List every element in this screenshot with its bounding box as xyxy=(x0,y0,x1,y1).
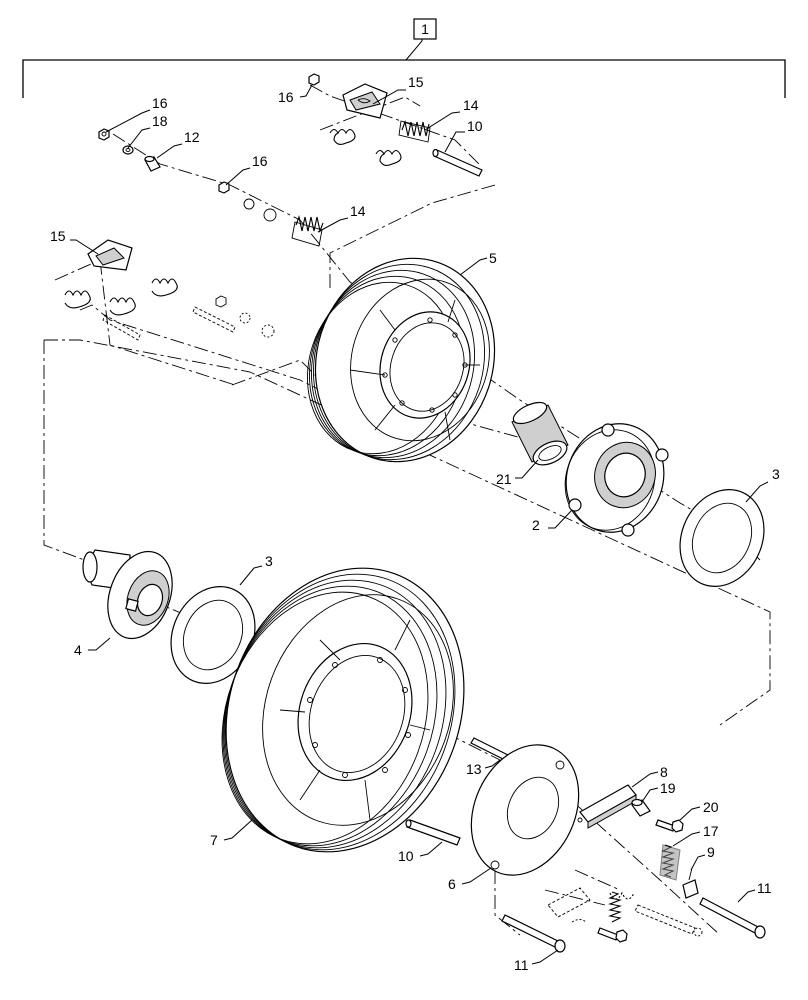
pulley-5 xyxy=(306,257,496,463)
callout-16[interactable]: 16 xyxy=(252,153,268,169)
callout-2[interactable]: 2 xyxy=(532,517,540,533)
hub-2 xyxy=(564,423,669,537)
callout-8[interactable]: 8 xyxy=(660,764,668,780)
assembly-callout-1[interactable]: 1 xyxy=(421,21,429,37)
bushing-21 xyxy=(511,401,569,466)
callout-3[interactable]: 3 xyxy=(265,553,273,569)
callout-12[interactable]: 12 xyxy=(184,129,200,145)
callout-11[interactable]: 11 xyxy=(514,957,529,973)
callout-16[interactable]: 16 xyxy=(152,95,168,111)
clip-9 xyxy=(682,867,699,899)
bolt-11-lower xyxy=(501,914,566,953)
callout-19[interactable]: 19 xyxy=(660,780,676,796)
spacer-19 xyxy=(631,798,651,817)
springs-left-group xyxy=(64,278,275,341)
bracket-15-top xyxy=(342,83,388,119)
assembly-bracket: 1 xyxy=(22,18,786,98)
callout-21[interactable]: 21 xyxy=(496,471,512,487)
pin-10-top xyxy=(432,148,483,177)
callout-4[interactable]: 4 xyxy=(74,642,82,658)
springs-top-group xyxy=(329,128,402,167)
callout-14[interactable]: 14 xyxy=(350,203,366,219)
callout-17[interactable]: 17 xyxy=(703,823,719,839)
callout-14[interactable]: 14 xyxy=(463,97,479,113)
callout-20[interactable]: 20 xyxy=(703,799,719,815)
bracket-15-left xyxy=(87,239,133,271)
pulley-7 xyxy=(221,567,465,853)
spring-14-mid xyxy=(291,215,324,247)
lower-phantom-parts xyxy=(547,887,703,943)
callout-7[interactable]: 7 xyxy=(210,832,218,848)
star-washers-mid xyxy=(243,198,277,222)
bolt-11-right xyxy=(699,897,766,939)
spring-14-top xyxy=(398,120,431,143)
callout-15[interactable]: 15 xyxy=(408,74,424,90)
callout-10[interactable]: 10 xyxy=(467,118,483,134)
plate-6 xyxy=(470,744,583,876)
callout-16[interactable]: 16 xyxy=(278,89,294,105)
spring-17 xyxy=(659,844,681,881)
callout-5[interactable]: 5 xyxy=(489,250,497,266)
pin-10-lower xyxy=(405,819,461,846)
callout-13[interactable]: 13 xyxy=(466,761,482,777)
washer-3-right xyxy=(679,489,765,587)
lever-8 xyxy=(579,784,637,829)
leader-lines xyxy=(70,84,769,965)
callout-9[interactable]: 9 xyxy=(707,844,715,860)
callout-15[interactable]: 15 xyxy=(50,228,66,244)
callout-11[interactable]: 11 xyxy=(757,880,772,896)
spacer-12 xyxy=(144,155,161,172)
callout-10[interactable]: 10 xyxy=(398,848,414,864)
callout-18[interactable]: 18 xyxy=(152,113,168,129)
callout-6[interactable]: 6 xyxy=(448,876,456,892)
washer-18 xyxy=(122,145,134,155)
callout-labels: 16 18 12 16 15 14 10 16 14 15 5 21 2 3 3… xyxy=(50,74,780,973)
bolt-16-top xyxy=(308,73,320,86)
callout-3[interactable]: 3 xyxy=(772,466,780,482)
shaft-hub-4 xyxy=(82,549,173,640)
bolt-20 xyxy=(655,819,684,833)
